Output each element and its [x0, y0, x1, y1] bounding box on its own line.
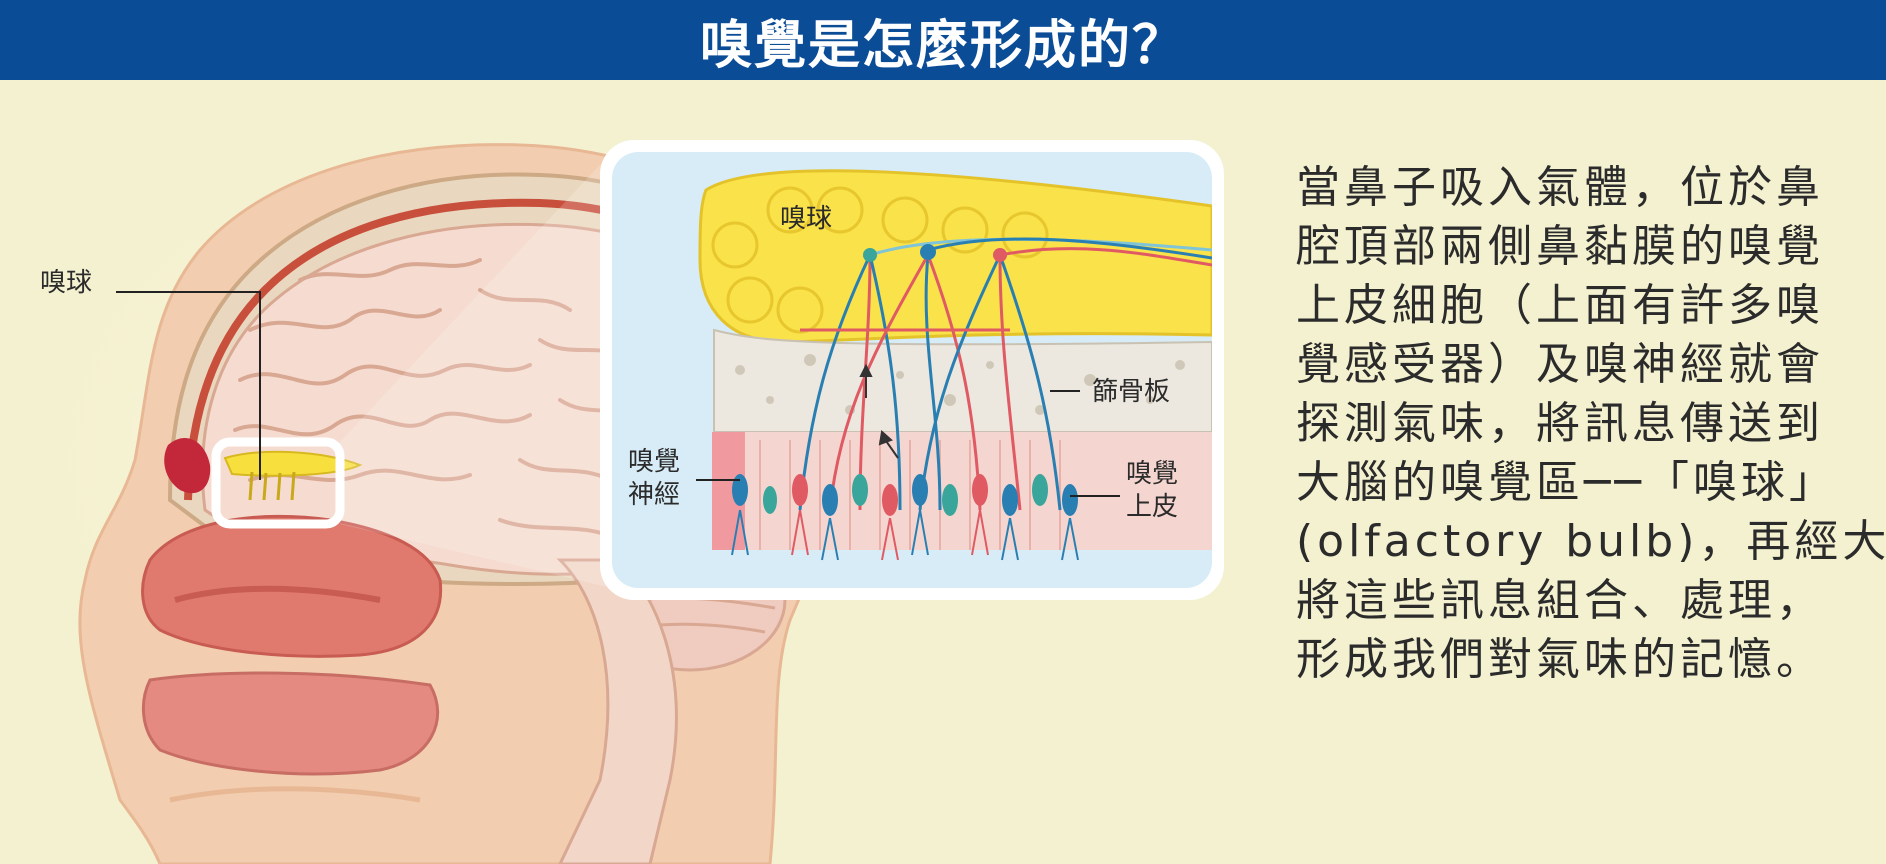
- description-line: 大腦的嗅覺區──「嗅球」: [1296, 457, 1837, 508]
- description-text: 當鼻子吸入氣體，位於鼻 腔頂部兩側鼻黏膜的嗅覺 上皮細胞（上面有許多嗅 覺感受器…: [1296, 158, 1886, 689]
- inset-bulb-label: 嗅球: [780, 204, 832, 234]
- description-line: 形成我們對氣味的記憶。: [1296, 634, 1824, 685]
- inset-olfactory-bulb: [698, 169, 1212, 344]
- olfaction-diagram: 嗅球: [0, 80, 1224, 864]
- zoom-wedge: [340, 152, 612, 588]
- jaw-line: [169, 786, 421, 803]
- description-line: 當鼻子吸入氣體，位於鼻: [1296, 162, 1824, 213]
- inset-content: 嗅球 篩骨板 嗅覺 神經 嗅覺 上皮: [612, 152, 1212, 588]
- head-olfactory-bulb: [223, 450, 363, 477]
- description-line: 腔頂部兩側鼻黏膜的嗅覺: [1296, 221, 1824, 272]
- description-line: 將這些訊息組合、處理，: [1296, 575, 1824, 626]
- epithelium-label-line2: 上皮: [1126, 492, 1178, 522]
- description-line: (olfactory bulb)，再經大腦: [1296, 516, 1886, 567]
- page-title: 嗅覺是怎麼形成的？: [699, 15, 1186, 76]
- nerve-fibers: [798, 237, 1212, 511]
- cribriform-plate: [713, 328, 1212, 433]
- nerve-label-line2: 神經: [628, 480, 680, 510]
- head-bulb-leader: [116, 291, 261, 480]
- head-nerve-fibers: [248, 471, 296, 501]
- glomeruli: [711, 186, 1049, 334]
- bone-pores: [735, 354, 1185, 415]
- description-line: 上皮細胞（上面有許多嗅: [1296, 280, 1824, 331]
- cilia: [731, 509, 1079, 561]
- brainstem: [556, 558, 678, 864]
- oral-cavity: [141, 671, 440, 776]
- epithelium-lines: [759, 440, 1061, 550]
- epithelium-edge: [712, 432, 745, 550]
- nerve-label-line1: 嗅覺: [628, 447, 680, 477]
- description-line: 探測氣味，將訊息傳送到: [1296, 398, 1824, 449]
- signal-arrows: [859, 363, 899, 459]
- mitral-cells: [863, 244, 1007, 262]
- cribriform-label: 篩骨板: [1092, 377, 1170, 407]
- epithelium: [712, 432, 1212, 550]
- olfaction-figure: 嗅球: [0, 80, 1250, 864]
- epithelium-label-line1: 嗅覺: [1126, 459, 1178, 489]
- zoom-box: [211, 437, 345, 529]
- frontal-sinus: [164, 437, 211, 494]
- nasal-turbinate: [174, 585, 381, 603]
- description-line: 覺感受器）及嗅神經就會: [1296, 339, 1824, 390]
- receptor-cells: [732, 474, 1078, 516]
- head-bulb-label: 嗅球: [40, 268, 92, 298]
- header-bar: 嗅覺是怎麼形成的？: [0, 0, 1886, 80]
